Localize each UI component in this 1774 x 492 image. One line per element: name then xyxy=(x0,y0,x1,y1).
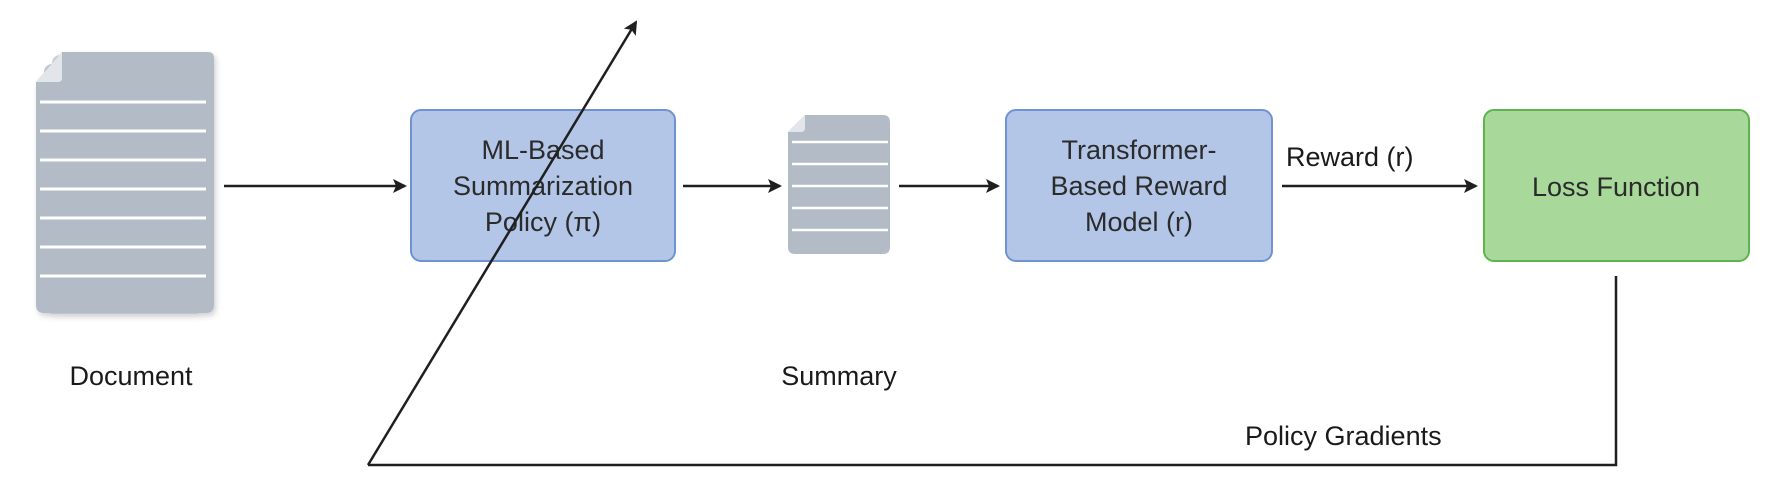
document-icon xyxy=(36,52,214,314)
summary-icon xyxy=(788,115,890,254)
reward-model-box: Transformer- Based Reward Model (r) xyxy=(1005,109,1273,262)
summary-fold xyxy=(788,115,805,132)
reward-edge-label: Reward (r) xyxy=(1286,142,1414,172)
summary-page xyxy=(788,115,890,254)
policy-line-1: ML-Based xyxy=(481,135,604,165)
policy-box-frame xyxy=(410,109,676,262)
loss-box: Loss Function xyxy=(1483,109,1750,262)
reward-model-line-1: Transformer- xyxy=(1061,135,1216,165)
summary-lines xyxy=(792,140,888,232)
loss-box-frame xyxy=(1483,109,1750,262)
feedback-line xyxy=(368,276,1618,467)
reward-model-line-3: Model (r) xyxy=(1085,207,1193,237)
policy-gradients-label: Policy Gradients xyxy=(1245,421,1442,451)
policy-line-3: Policy (π) xyxy=(485,207,601,237)
reward-model-box-frame xyxy=(1005,109,1273,262)
policy-box: ML-Based Summarization Policy (π) xyxy=(410,109,676,262)
loss-label: Loss Function xyxy=(1532,172,1700,202)
policy-gradient-arrow xyxy=(366,20,638,466)
reward-model-line-2: Based Reward xyxy=(1050,171,1227,201)
summary-label: Summary xyxy=(781,361,897,391)
document-label: Document xyxy=(69,361,193,391)
document-fold xyxy=(36,52,62,82)
document-page-front xyxy=(36,52,214,313)
document-lines xyxy=(40,100,206,278)
